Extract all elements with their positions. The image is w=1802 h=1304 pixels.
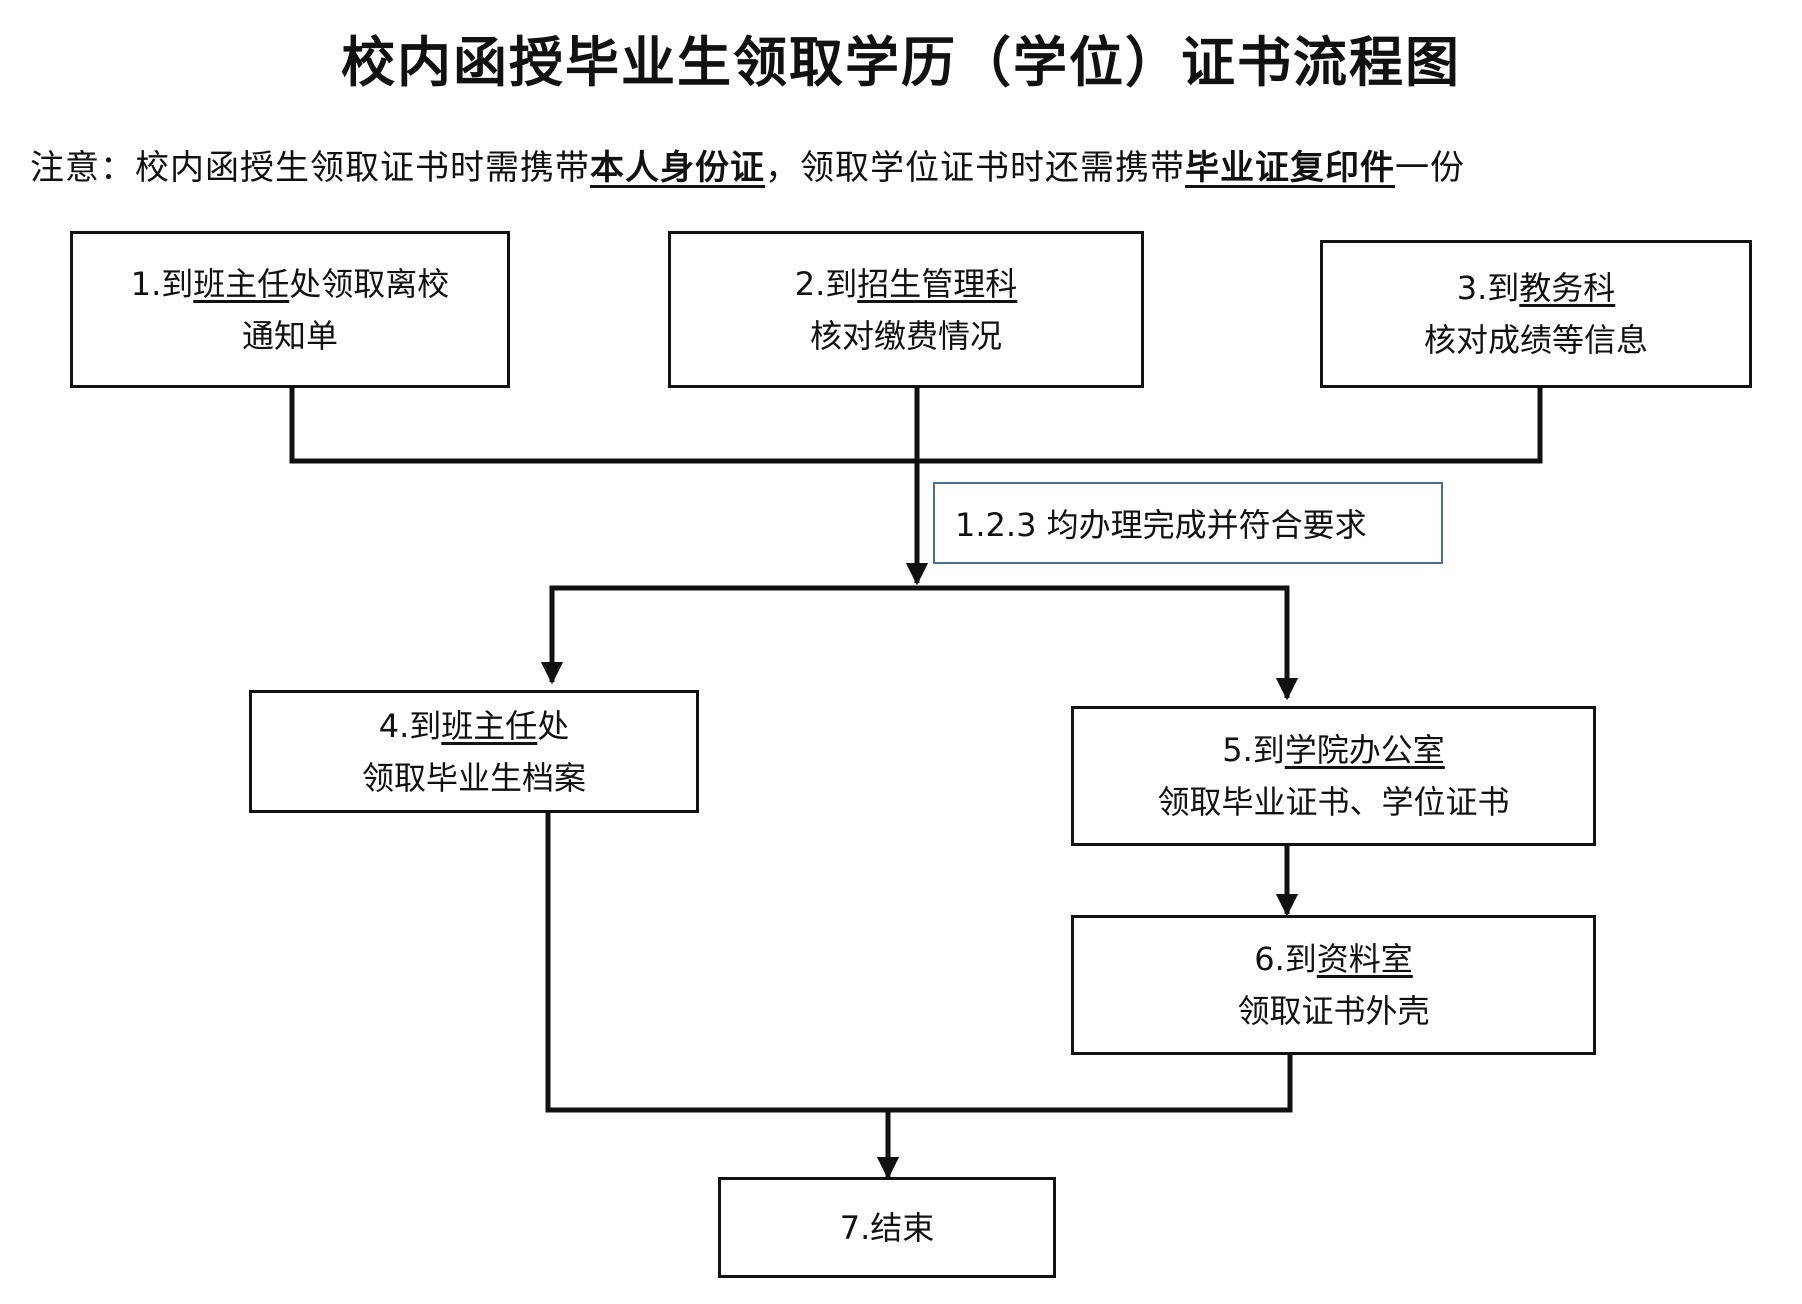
step-3-line-1: 3.到教务科 xyxy=(1457,262,1616,314)
step-6-line-1: 6.到资料室 xyxy=(1254,933,1413,985)
step-3-destination: 教务科 xyxy=(1519,269,1616,307)
step-4-rest: 处 xyxy=(537,706,570,745)
step-2-prefix: 2.到 xyxy=(794,264,858,303)
step-1-prefix: 1.到 xyxy=(130,264,194,303)
step-2-box: 2.到招生管理科 核对缴费情况 xyxy=(668,231,1144,388)
step-7-end-box: 7.结束 xyxy=(718,1177,1056,1278)
step-1-box: 1.到班主任处领取离校 通知单 xyxy=(70,231,510,388)
step-2-line-1: 2.到招生管理科 xyxy=(795,258,1018,310)
step-2-destination: 招生管理科 xyxy=(857,264,1018,303)
notice-middle: ，领取学位证书时还需携带 xyxy=(765,148,1185,188)
condition-label: 1.2.3 均办理完成并符合要求 xyxy=(933,482,1443,564)
step-4-destination: 班主任 xyxy=(441,706,538,745)
merge-line-steps-4-6 xyxy=(545,811,1293,1113)
notice-suffix: 一份 xyxy=(1395,148,1465,188)
step-5-prefix: 5.到 xyxy=(1222,731,1285,769)
notice-required-id-card: 本人身份证 xyxy=(590,148,765,188)
step-4-prefix: 4.到 xyxy=(378,706,442,745)
step-6-box: 6.到资料室 领取证书外壳 xyxy=(1071,915,1596,1055)
arrow-to-step-5 xyxy=(917,585,1299,701)
step-6-prefix: 6.到 xyxy=(1254,940,1317,978)
step-4-line-2: 领取毕业生档案 xyxy=(361,758,586,797)
step-5-destination: 学院办公室 xyxy=(1284,731,1445,769)
step-6-destination: 资料室 xyxy=(1316,940,1413,978)
step-2-line-2: 核对缴费情况 xyxy=(809,316,1002,355)
step-5-box: 5.到学院办公室 领取毕业证书、学位证书 xyxy=(1071,706,1596,846)
step-5-line-2: 领取毕业证书、学位证书 xyxy=(1157,783,1510,821)
notice-text: 注意：校内函授生领取证书时需携带本人身份证，领取学位证书时还需携带毕业证复印件一… xyxy=(30,140,1790,189)
step-4-box: 4.到班主任处 领取毕业生档案 xyxy=(249,690,699,813)
step-7-label: 7.结束 xyxy=(839,1208,935,1247)
notice-prefix: 注意：校内函授生领取证书时需携带 xyxy=(30,148,590,188)
step-1-line-2: 通知单 xyxy=(241,316,338,355)
step-1-rest: 处领取离校 xyxy=(289,264,450,303)
notice-required-diploma-copy: 毕业证复印件 xyxy=(1185,148,1395,188)
step-6-line-2: 领取证书外壳 xyxy=(1237,992,1430,1030)
step-5-line-1: 5.到学院办公室 xyxy=(1222,724,1445,776)
step-3-prefix: 3.到 xyxy=(1456,269,1520,307)
step-4-line-1: 4.到班主任处 xyxy=(379,700,570,752)
step-3-box: 3.到教务科 核对成绩等信息 xyxy=(1320,240,1752,388)
arrow-to-step-4 xyxy=(540,585,917,685)
step-1-destination: 班主任 xyxy=(193,264,290,303)
step-3-line-2: 核对成绩等信息 xyxy=(1423,321,1648,359)
page-title: 校内函授毕业生领取学历（学位）证书流程图 xyxy=(341,30,1461,94)
step-1-line-1: 1.到班主任处领取离校 xyxy=(131,258,450,310)
